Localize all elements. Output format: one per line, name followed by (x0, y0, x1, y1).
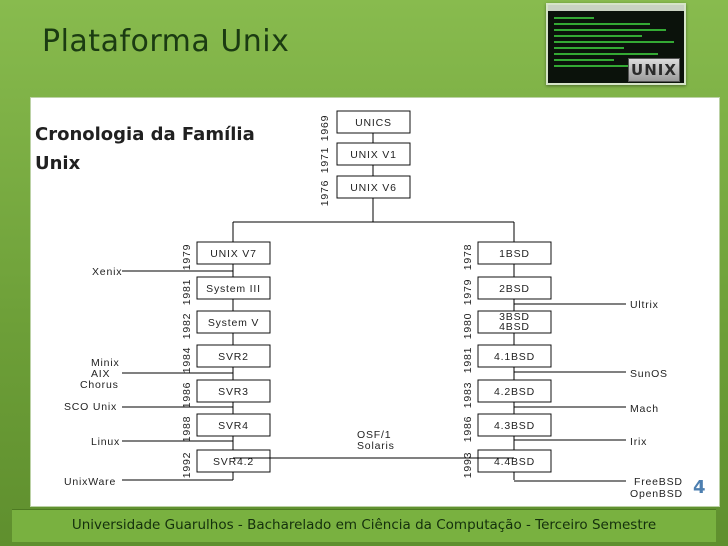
right-year-7: 1993 (462, 452, 474, 479)
branch-openbsd: OpenBSD (630, 488, 683, 500)
left-box-4-label: SVR2 (218, 351, 249, 363)
branch-xenix: Xenix (92, 266, 122, 278)
title-bar: Plataforma Unix UNIX (0, 0, 728, 86)
left-year-6: 1988 (181, 416, 193, 443)
right-box-1-label: 1BSD (499, 248, 530, 260)
top-box-1-label: UNICS (355, 117, 392, 129)
branch-aix: AIX (91, 368, 110, 380)
branch-sco-unix: SCO Unix (64, 401, 117, 413)
footer-bar: Universidade Guarulhos - Bacharelado em … (12, 509, 716, 542)
right-year-6: 1986 (462, 416, 474, 443)
top-year-2: 1971 (319, 147, 331, 174)
top-year-1: 1969 (319, 115, 331, 142)
slide-subtitle: Cronologia da Família Unix (35, 124, 255, 174)
footer-text: Universidade Guarulhos - Bacharelado em … (71, 517, 657, 533)
left-year-3: 1982 (181, 313, 193, 340)
branch-irix: Irix (630, 436, 647, 448)
right-box-5-label: 4.2BSD (494, 386, 535, 398)
top-box-2-label: UNIX V1 (350, 149, 396, 161)
right-year-4: 1981 (462, 347, 474, 374)
right-year-3: 1980 (462, 313, 474, 340)
right-year-1: 1978 (462, 244, 474, 271)
right-year-2: 1979 (462, 279, 474, 306)
branch-sunos: SunOS (630, 368, 668, 380)
right-box-4-label: 4.1BSD (494, 351, 535, 363)
left-box-5-label: SVR3 (218, 386, 249, 398)
unix-logo: UNIX (628, 58, 680, 82)
right-box-6-label: 4.3BSD (494, 420, 535, 432)
branch-freebsd: FreeBSD (634, 476, 683, 488)
left-year-5: 1986 (181, 382, 193, 409)
branch-ultrix: Ultrix (630, 299, 659, 311)
left-box-6-label: SVR4 (218, 420, 249, 432)
branch-linux: Linux (91, 436, 120, 448)
top-year-3: 1976 (319, 180, 331, 207)
right-box-7-label: 4.4BSD (494, 456, 535, 468)
slide-title: Plataforma Unix (42, 24, 290, 59)
left-box-7-label: SVR4.2 (213, 456, 254, 468)
branch-unixware: UnixWare (64, 476, 116, 488)
branch-minix: Minix (91, 357, 120, 369)
left-year-1: 1979 (181, 244, 193, 271)
branch-mach: Mach (630, 403, 659, 415)
page-number: 4 (693, 477, 706, 498)
right-box-2-label: 2BSD (499, 283, 530, 295)
left-box-3-label: System V (208, 317, 259, 329)
left-year-7: 1992 (181, 452, 193, 479)
left-year-2: 1981 (181, 279, 193, 306)
branch-chorus: Chorus (80, 379, 119, 391)
top-box-3-label: UNIX V6 (350, 182, 396, 194)
left-box-2-label: System III (206, 283, 261, 295)
left-box-1-label: UNIX V7 (210, 248, 256, 260)
right-year-5: 1983 (462, 382, 474, 409)
left-year-4: 1984 (181, 347, 193, 374)
